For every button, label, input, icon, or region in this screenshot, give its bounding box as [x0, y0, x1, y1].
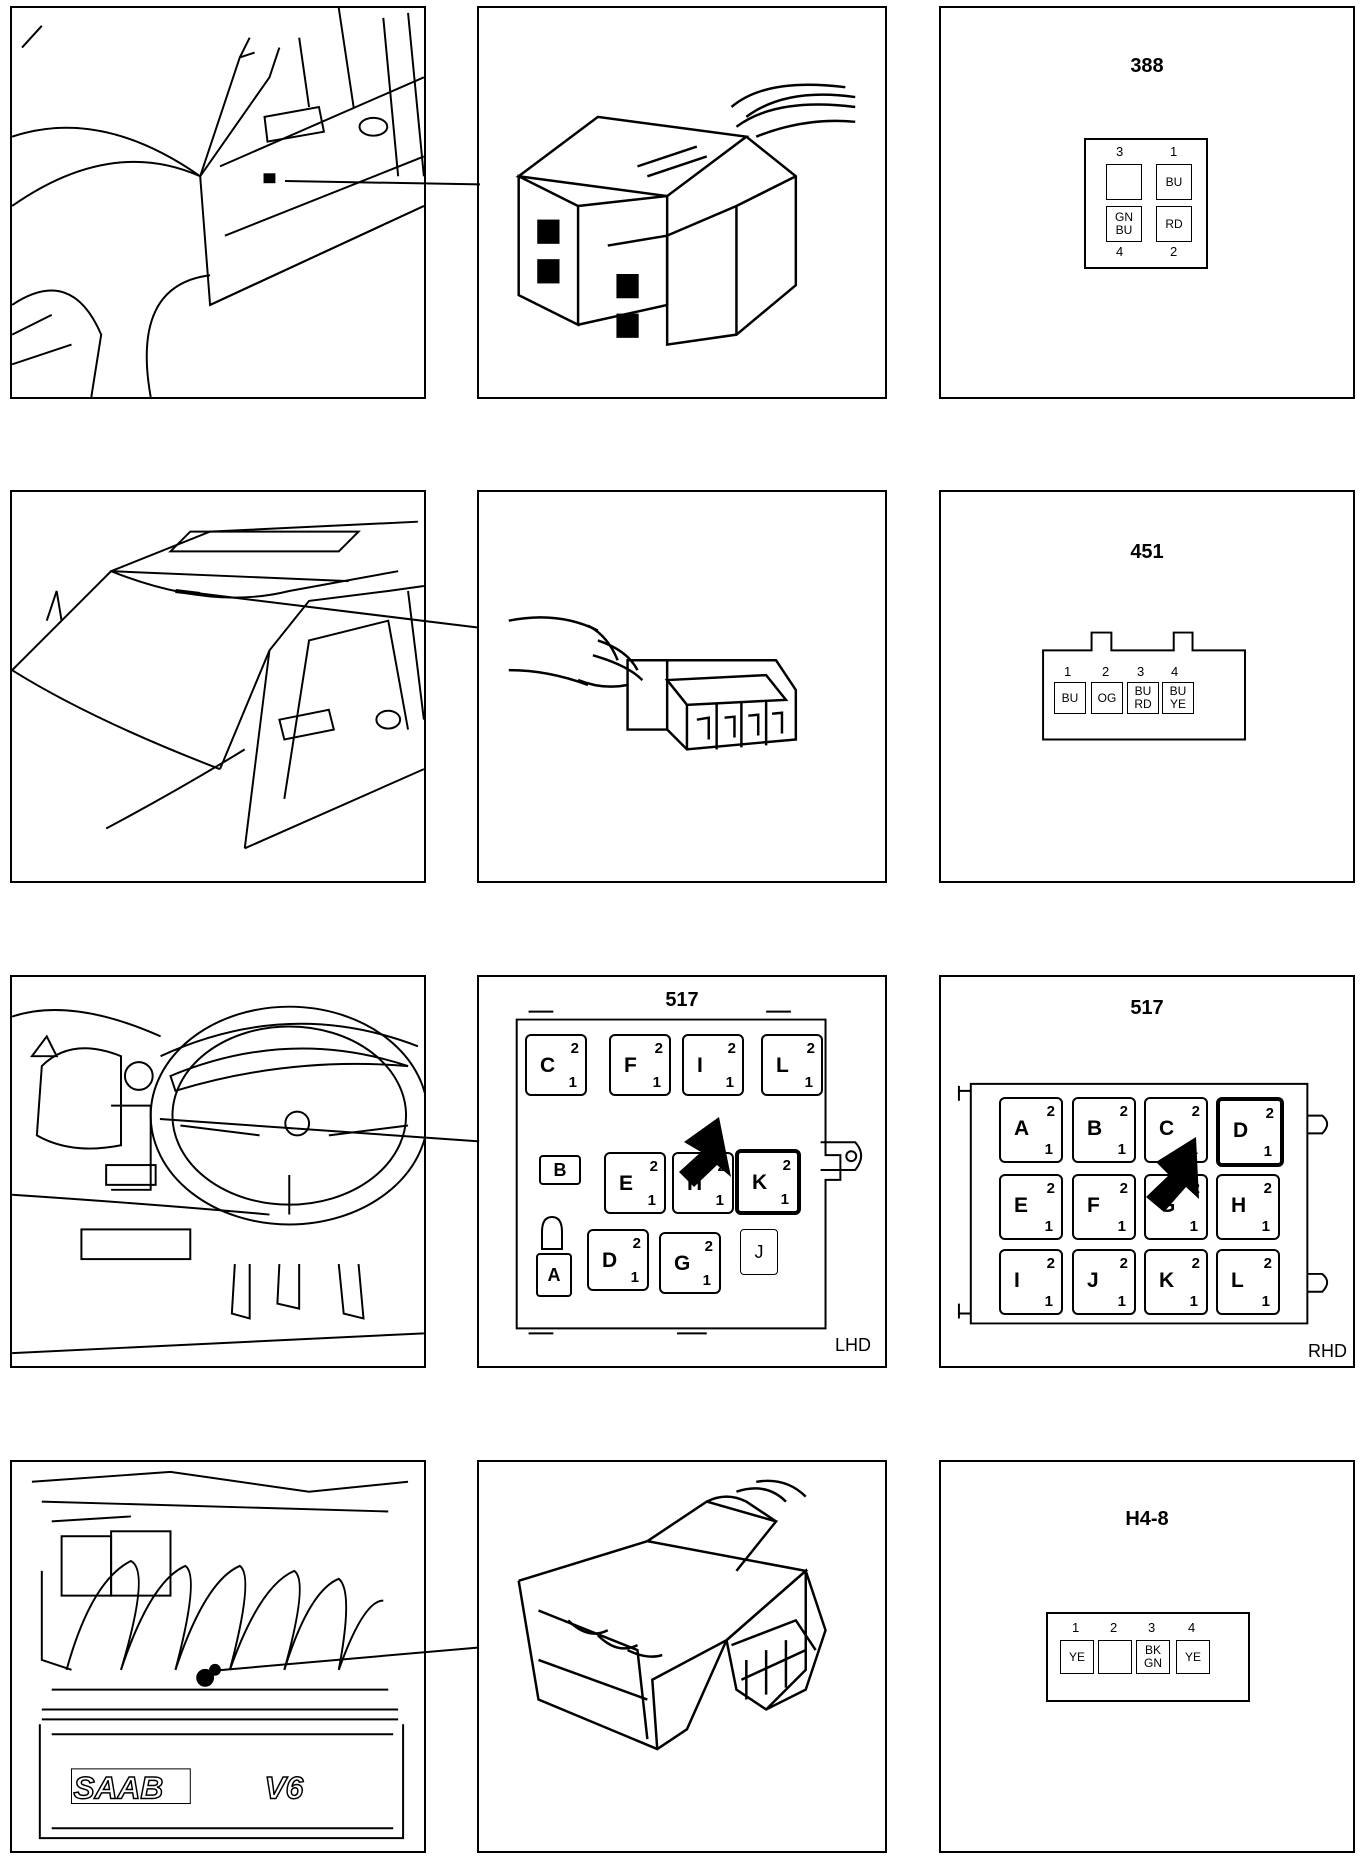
wire-cavity: BK GN — [1136, 1640, 1170, 1674]
pin-number: 4 — [1116, 244, 1124, 259]
location-roof-panel — [10, 490, 426, 883]
v6-badge-text: V6 — [265, 1770, 304, 1806]
car-door-illustration — [12, 8, 424, 397]
pin-number: 3 — [1148, 1620, 1156, 1635]
pin-number: 3 — [1137, 664, 1145, 679]
wire-cavity: OG — [1091, 682, 1123, 714]
engine-bay-illustration: SAAB V6 — [31, 1470, 409, 1840]
wire-cavity: BU — [1054, 682, 1086, 714]
fusebox-517-rhd-panel: 517 A21B21C21D21E21F21G21H21I21J21K21L21… — [939, 975, 1355, 1368]
wire-cavity: RD — [1156, 206, 1192, 242]
connector-id-label: H4-8 — [1125, 1508, 1169, 1530]
wire-cavity: GN BU — [1106, 206, 1142, 242]
connector-388-pinout-panel: 388 3 1 BU GN BU RD 4 2 — [939, 6, 1355, 399]
location-door-panel — [10, 6, 426, 399]
fusebox-rhd-housing — [957, 1082, 1329, 1325]
dashboard-illustration — [12, 1005, 424, 1355]
pin-number: 1 — [1072, 1620, 1080, 1635]
pinout-housing: 1 2 3 4 YE BK GN YE — [1046, 1612, 1250, 1702]
connector-id-label: 451 — [1130, 541, 1164, 563]
pin-number: 1 — [1170, 144, 1178, 159]
connector-451-view-panel — [477, 490, 887, 883]
connector-388-illustration — [515, 83, 856, 346]
saab-badge-text: SAAB — [73, 1770, 163, 1806]
lhd-label: LHD — [834, 1335, 871, 1355]
location-steering-panel — [10, 975, 426, 1368]
pin-number: 4 — [1188, 1620, 1196, 1635]
wire-cavity: BU — [1156, 164, 1192, 200]
lamp-holder-icon — [541, 1215, 563, 1250]
fusebox-517-lhd-panel: 517 C21 F21 I21 L21 B E21 H21 K21 A D21 … — [477, 975, 887, 1368]
wire-cavity: BU RD — [1127, 682, 1159, 714]
pin-number: 1 — [1064, 664, 1072, 679]
connector-388-view-panel — [477, 6, 887, 399]
connector-id-label: 517 — [1130, 997, 1164, 1019]
pinout-housing — [1042, 631, 1246, 741]
pin-number: 2 — [1102, 664, 1110, 679]
pin-number: 2 — [1110, 1620, 1118, 1635]
connector-H4-8-illustration — [517, 1479, 827, 1751]
wire-cavity — [1098, 1640, 1132, 1674]
box-J: J — [740, 1229, 778, 1275]
wire-cavity: YE — [1176, 1640, 1210, 1674]
connector-id-label: 517 — [665, 989, 699, 1011]
fusebox-lhd-housing — [515, 1010, 863, 1335]
connector-451-illustration — [508, 616, 798, 751]
box-B: B — [539, 1155, 581, 1185]
location-engine-panel: SAAB V6 — [10, 1460, 426, 1853]
connector-H4-8-view-panel — [477, 1460, 887, 1853]
pinout-housing: 3 1 BU GN BU RD 4 2 — [1084, 138, 1208, 269]
rhd-label: RHD — [1308, 1341, 1347, 1361]
wire-cavity — [1106, 164, 1142, 200]
box-A: A — [536, 1253, 572, 1297]
connector-id-label: 388 — [1130, 55, 1164, 77]
pin-number: 4 — [1171, 664, 1179, 679]
wire-cavity: BU YE — [1162, 682, 1194, 714]
arrow-indicator — [679, 1117, 731, 1187]
car-roof-illustration — [12, 520, 424, 850]
wire-cavity: YE — [1060, 1640, 1094, 1674]
connector-H4-8-pinout-panel: H4-8 1 2 3 4 YE BK GN YE — [939, 1460, 1355, 1853]
arrow-indicator — [1146, 1137, 1199, 1212]
connector-451-pinout-panel: 451 1 2 3 4 BU OG BU RD BU YE — [939, 490, 1355, 883]
pin-number: 3 — [1116, 144, 1124, 159]
pin-number: 2 — [1170, 244, 1178, 259]
